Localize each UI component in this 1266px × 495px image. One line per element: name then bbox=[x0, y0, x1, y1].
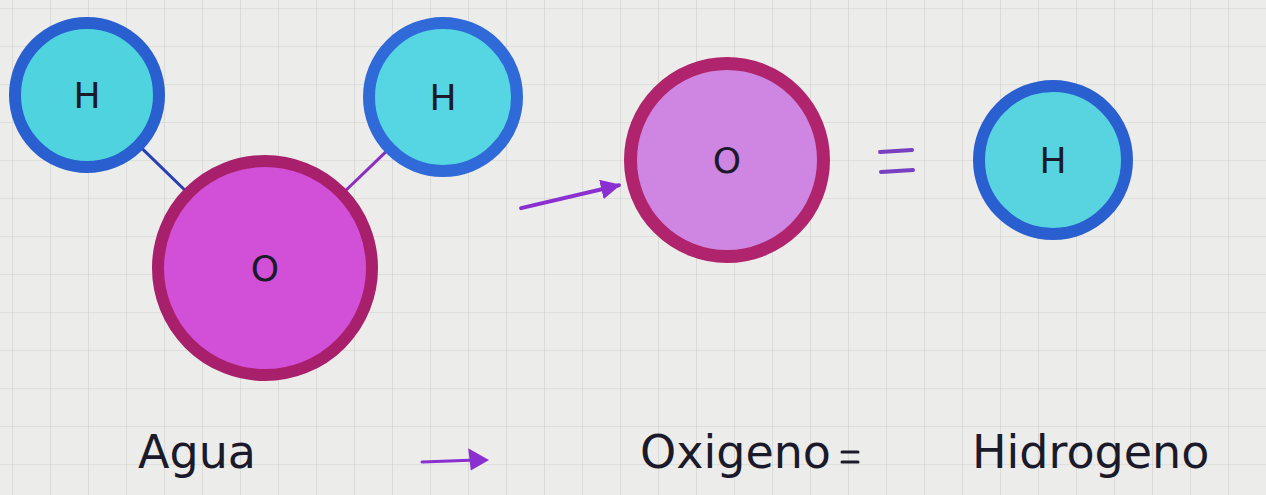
hydrogen-atom: H bbox=[973, 80, 1133, 240]
equals-sign bbox=[842, 452, 858, 462]
bond-line bbox=[143, 149, 184, 189]
oxygen-atom: O bbox=[152, 155, 378, 381]
atom-symbol: O bbox=[251, 248, 279, 289]
caption-word: Agua bbox=[138, 425, 256, 479]
atom-symbol: O bbox=[713, 140, 741, 181]
text-arrow bbox=[422, 451, 486, 468]
reaction-arrow bbox=[521, 185, 619, 208]
atom-symbol: H bbox=[1039, 140, 1066, 181]
caption-word: Hidrogeno bbox=[972, 425, 1209, 479]
atom-symbol: H bbox=[429, 77, 456, 118]
equals-sign bbox=[880, 150, 913, 172]
oxygen-atom: O bbox=[624, 57, 830, 263]
atom-symbol: H bbox=[73, 75, 100, 116]
bond-line bbox=[346, 152, 385, 189]
hydrogen-atom: H bbox=[363, 17, 523, 177]
hydrogen-atom: H bbox=[9, 17, 165, 173]
caption-word: Oxigeno bbox=[640, 425, 831, 479]
